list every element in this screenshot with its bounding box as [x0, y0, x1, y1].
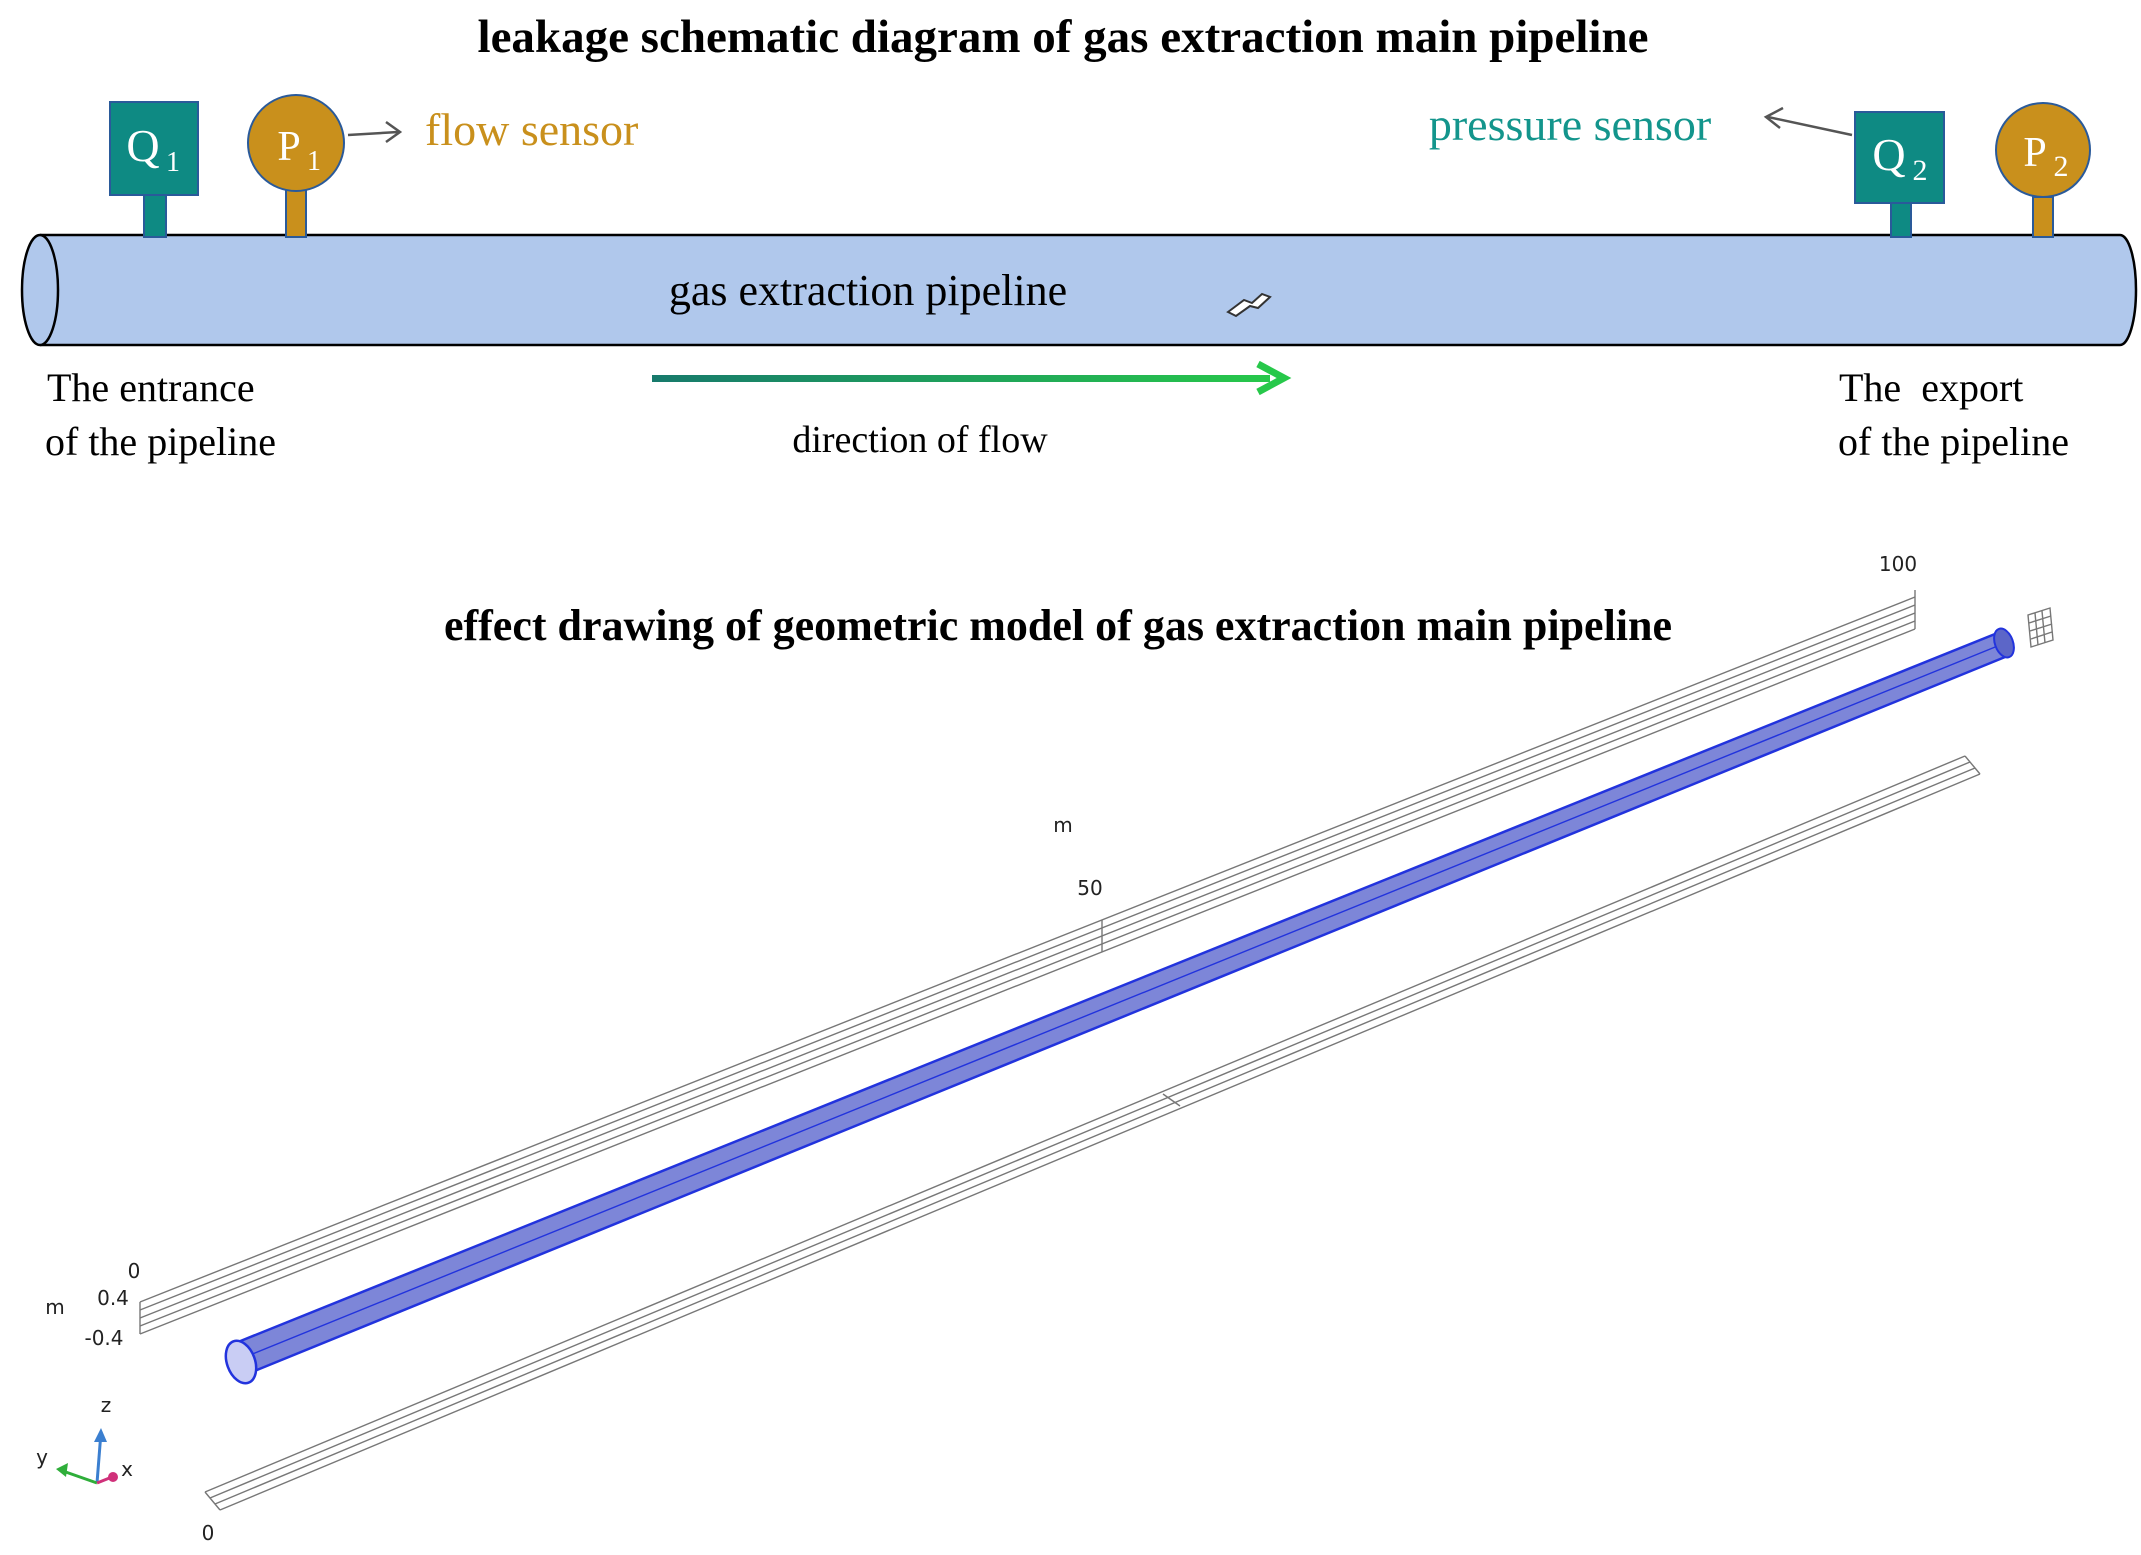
model-pipe — [224, 627, 2015, 1385]
leak-crack-icon — [1226, 292, 1272, 318]
pressure-sensor-p2-letter: P — [2023, 130, 2046, 176]
axis-triad-y-label: y — [36, 1445, 48, 1469]
model-pipe-bottom-edge — [251, 653, 2011, 1374]
entrance-label-line2: of the pipeline — [45, 419, 276, 464]
pressure-sensor-p1-circle — [247, 94, 345, 192]
model-pipe-far-end — [1993, 627, 2015, 659]
model-grid-plane-top — [139, 596, 1916, 1335]
axis-tick-0-bottom: 0 — [202, 1521, 215, 1545]
flow-sensor-q2-stem — [1890, 202, 1912, 238]
flow-sensor-q1-stem — [143, 194, 167, 238]
pressure-sensor-p1-letter: P — [277, 124, 300, 170]
export-label-line1: The export — [1839, 365, 2023, 410]
axis-unit-left: m — [45, 1295, 64, 1319]
flow-sensor-label: flow sensor — [425, 104, 638, 155]
model-grid-plane-bottom — [204, 755, 1981, 1511]
flow-sensor-q1-box — [109, 101, 199, 196]
axis-tick-0-top: 0 — [128, 1259, 141, 1283]
model-pipe-near-end — [224, 1339, 258, 1385]
flow-direction-label: direction of flow — [792, 419, 1048, 461]
flow-sensor-q2-letter: Q — [1872, 129, 1905, 180]
axis-unit-top: m — [1053, 813, 1072, 837]
flow-sensor-q2: Q 2 — [1854, 111, 1945, 238]
axis-tick-neg0.4: -0.4 — [84, 1326, 123, 1350]
axis-triad: z y x — [36, 1393, 133, 1485]
flow-sensor-q2-box — [1854, 111, 1945, 204]
axis-tick-0.4: 0.4 — [97, 1286, 129, 1310]
pressure-sensor-p1-stem — [285, 189, 307, 238]
pressure-sensor-p2-subscript: 2 — [2054, 150, 2069, 183]
pipeline-label: gas extraction pipeline — [669, 266, 1067, 315]
flow-sensor-callout-arrow — [347, 120, 403, 144]
pressure-sensor-p2: P 2 — [1995, 102, 2091, 238]
axis-tick-100: 100 — [1879, 552, 1917, 576]
model-pipe-top-edge — [237, 630, 2001, 1344]
axis-tick-50: 50 — [1077, 876, 1102, 900]
axis-triad-z-label: z — [101, 1393, 112, 1417]
pressure-sensor-p1-subscript: 1 — [307, 146, 321, 177]
model-title: effect drawing of geometric model of gas… — [444, 601, 1672, 650]
pressure-sensor-p2-circle — [1995, 102, 2091, 198]
flow-direction-arrow — [652, 360, 1292, 396]
entrance-label-line1: The entrance — [47, 365, 255, 410]
flow-sensor-q1-subscript: 1 — [166, 147, 180, 178]
pipe-body — [40, 235, 2120, 345]
model-pipe-mid-line — [244, 642, 2006, 1358]
schematic-title: leakage schematic diagram of gas extract… — [478, 11, 1649, 63]
pipe-right-end — [2119, 233, 2138, 347]
flow-sensor-q2-subscript: 2 — [1913, 154, 1928, 187]
pipe-left-opening — [20, 233, 60, 347]
pressure-sensor-callout-arrow — [1763, 106, 1853, 137]
pressure-sensor-p1: P 1 — [247, 94, 345, 238]
export-label-line2: of the pipeline — [1838, 419, 2069, 464]
flow-sensor-q1: Q 1 — [109, 101, 199, 238]
pipe — [20, 233, 2138, 347]
model-pipe-body — [238, 632, 2010, 1372]
axis-triad-x-label: x — [121, 1457, 133, 1481]
model-grid-endcap — [2027, 607, 2054, 648]
pressure-sensor-label: pressure sensor — [1429, 99, 1711, 150]
flow-sensor-q1-letter: Q — [126, 120, 159, 171]
pressure-sensor-p2-stem — [2032, 196, 2054, 238]
